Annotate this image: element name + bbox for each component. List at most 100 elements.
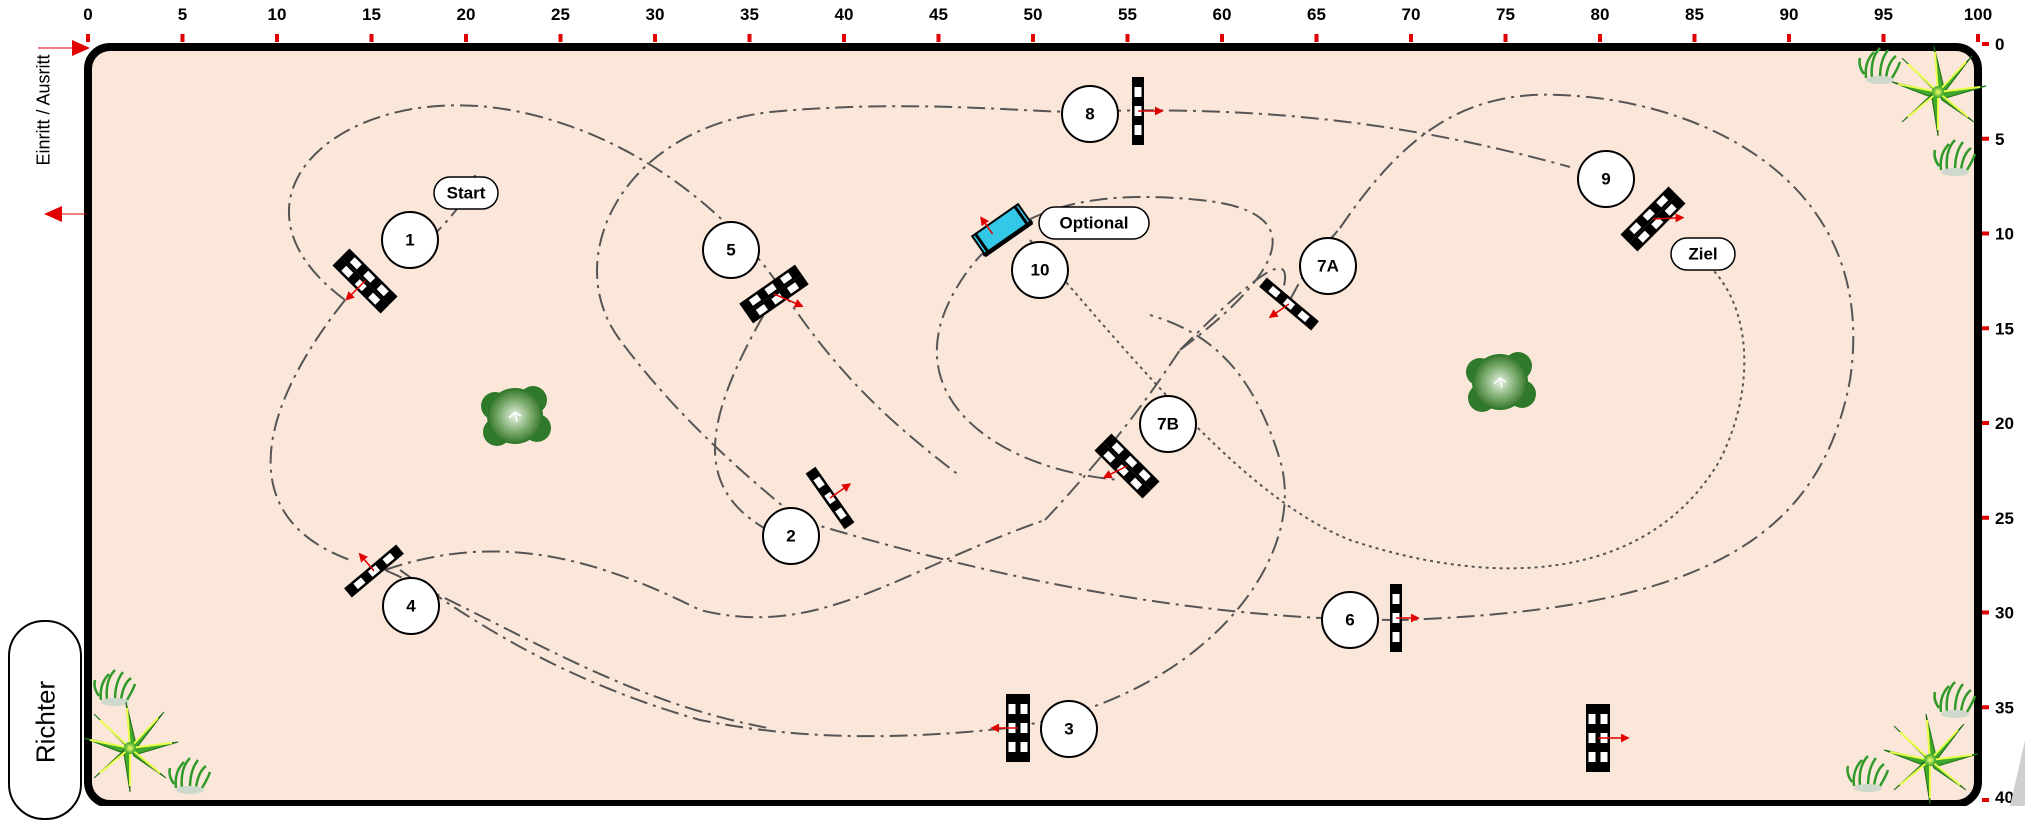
start-badge	[433, 176, 499, 210]
finish-label: Ziel	[1688, 245, 1717, 264]
y-tick-mark	[1982, 326, 1989, 331]
x-tick-label: 20	[457, 5, 476, 24]
course-path	[269, 93, 1855, 738]
x-tick-mark	[180, 34, 185, 42]
x-tick-label: 90	[1780, 5, 1799, 24]
x-tick-label: 35	[740, 5, 759, 24]
obstacle-5-label: 5	[726, 241, 735, 260]
obstacle-7b-label: 7B	[1157, 415, 1179, 434]
y-tick-mark	[1982, 421, 1989, 425]
x-tick-mark	[1976, 34, 1980, 42]
x-tick-mark	[1314, 34, 1319, 42]
y-tick-mark	[1982, 610, 1989, 615]
start-label: Start	[447, 184, 486, 203]
x-tick-label: 95	[1874, 5, 1893, 24]
y-tick-label: 5	[1995, 130, 2004, 149]
y-tick-label: 0	[1995, 35, 2004, 54]
obstacle-6-label: 6	[1345, 611, 1354, 630]
optional-badge	[1038, 206, 1150, 240]
y-tick-mark	[1982, 136, 1989, 141]
y-tick-label: 35	[1995, 698, 2014, 717]
x-tick-mark	[1409, 34, 1413, 42]
y-tick-label: 25	[1995, 509, 2014, 528]
y-tick-label: 30	[1995, 604, 2014, 623]
x-tick-label: 80	[1591, 5, 1610, 24]
x-tick-mark	[1598, 34, 1602, 42]
entry-label: Einritt / Ausritt	[33, 54, 54, 166]
x-tick-label: 45	[929, 5, 948, 24]
obstacle-4-label: 4	[406, 597, 416, 616]
x-tick-label: 70	[1402, 5, 1421, 24]
x-tick-label: 10	[268, 5, 287, 24]
judge-box	[8, 620, 82, 820]
y-tick-mark	[1982, 42, 1989, 46]
obstacle-6	[1390, 584, 1420, 652]
x-tick-mark	[369, 34, 374, 42]
obstacle-7b	[1094, 433, 1160, 499]
obstacle-1	[332, 248, 398, 314]
number-circles	[381, 85, 1635, 758]
optional-label: Optional	[1060, 214, 1129, 233]
obstacle-4	[344, 544, 404, 598]
obstacle-9	[1620, 186, 1686, 252]
x-tick-label: 85	[1685, 5, 1704, 24]
obstacle-9-label: 9	[1601, 170, 1610, 189]
obstacle-2	[805, 466, 855, 530]
x-tick-mark	[1125, 34, 1130, 42]
entry-arrows	[38, 40, 90, 222]
x-tick-mark	[842, 34, 846, 42]
obstacle-1-label: 1	[405, 231, 414, 250]
x-tick-label: 25	[551, 5, 570, 24]
x-tick-label: 60	[1213, 5, 1232, 24]
x-tick-mark	[1220, 34, 1224, 42]
x-tick-mark	[747, 34, 752, 42]
y-tick-label: 20	[1995, 414, 2014, 433]
x-tick-mark	[86, 34, 90, 42]
obstacle-10	[970, 202, 1034, 258]
tree-icon	[480, 385, 552, 447]
x-tick-mark	[464, 34, 468, 42]
x-axis: 0 5 10 15 20 25 30 35 40 45 50 55 60 65 70 75 80 85 90 95 10…	[83, 5, 1992, 42]
y-tick-label: 10	[1995, 225, 2014, 244]
x-tick-mark	[275, 34, 279, 42]
obstacle-10-label: 10	[1031, 261, 1050, 280]
obstacle-unnumbered	[1586, 704, 1630, 772]
x-tick-mark	[653, 34, 657, 42]
x-tick-label: 15	[362, 5, 381, 24]
x-tick-label: 55	[1118, 5, 1137, 24]
y-tick-mark	[1982, 515, 1989, 520]
x-tick-label: 5	[178, 5, 187, 24]
x-tick-label: 30	[646, 5, 665, 24]
x-tick-label: 65	[1307, 5, 1326, 24]
x-tick-mark	[558, 34, 563, 42]
x-tick-mark	[936, 34, 941, 42]
x-tick-mark	[1881, 34, 1886, 42]
x-tick-mark	[1503, 34, 1508, 42]
obstacle-3	[990, 694, 1030, 762]
x-tick-label: 50	[1024, 5, 1043, 24]
x-tick-label: 75	[1496, 5, 1515, 24]
obstacle-7a-label: 7A	[1317, 257, 1339, 276]
obstacle-5	[739, 264, 809, 324]
finish-badge	[1670, 237, 1736, 271]
obstacle-8-label: 8	[1085, 105, 1094, 124]
y-tick-mark	[1982, 231, 1989, 236]
obstacle-7a	[1259, 277, 1319, 331]
x-tick-mark	[1692, 34, 1697, 42]
x-tick-mark	[1787, 34, 1791, 42]
x-tick-mark	[1031, 34, 1035, 42]
y-tick-label: 40	[1995, 788, 2014, 806]
x-tick-label: 0	[83, 5, 92, 24]
arena	[84, 43, 1982, 808]
x-tick-label: 100	[1964, 5, 1992, 24]
x-tick-label: 40	[835, 5, 854, 24]
y-tick-mark	[1982, 798, 1989, 802]
judge-label: Richter	[30, 680, 61, 764]
y-tick-mark	[1982, 705, 1989, 710]
obstacle-8	[1132, 77, 1164, 145]
obstacle-2-label: 2	[786, 527, 795, 546]
tree-icon	[1465, 351, 1537, 413]
edge-shade	[2010, 740, 2025, 806]
